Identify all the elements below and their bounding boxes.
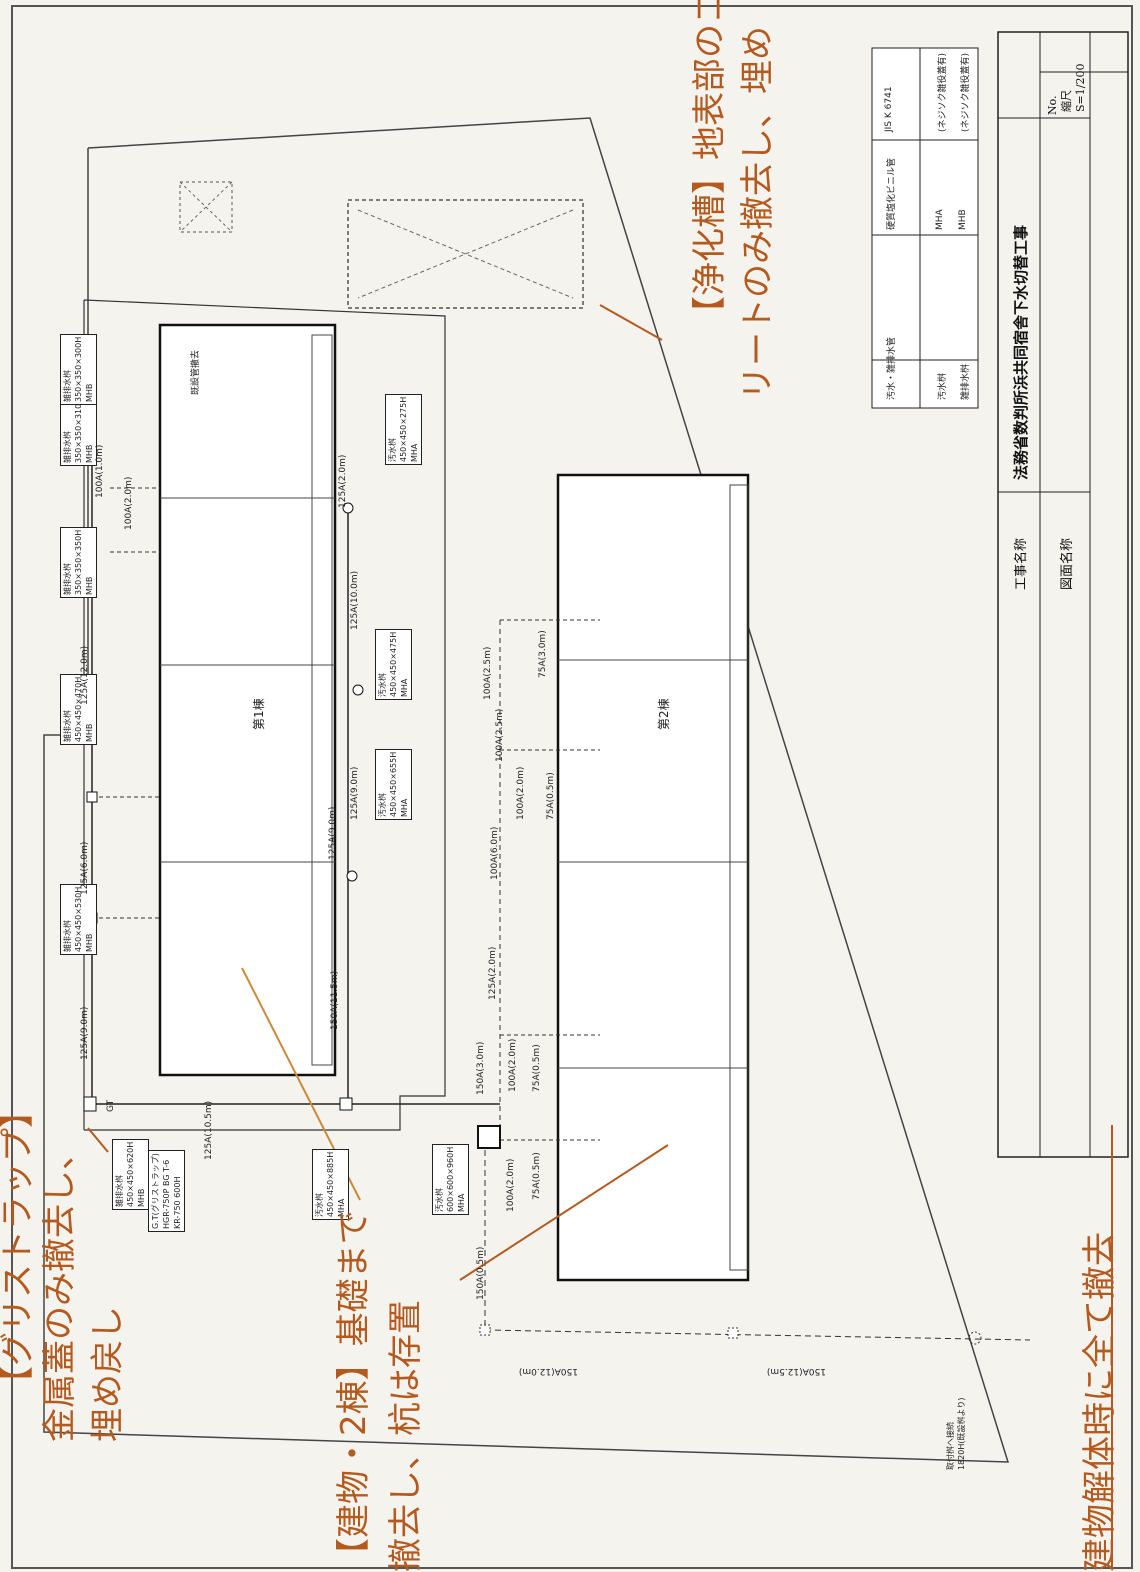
basin-box: 汚水桝 450×450×275H MHA <box>385 393 422 465</box>
legend-row-1: 汚水・雑排水管 <box>887 336 897 400</box>
pipe-label: 100A(2.0m) <box>516 766 526 820</box>
annot-gt-title: 【グリストラップ】 <box>0 1094 38 1400</box>
basin-mark-dashed <box>727 1327 739 1339</box>
septic-x <box>357 209 574 299</box>
pipe-label: 150A(12.5m) <box>766 1366 826 1376</box>
small-removed-box <box>179 181 233 233</box>
annot-gt-line2: 金属蓋のみ撤去し、 <box>40 1136 80 1442</box>
outlet-basin <box>968 1331 982 1345</box>
annot-septic-line1: 【浄化槽】地表部のコン <box>690 0 730 330</box>
final-basin <box>477 1125 501 1149</box>
pipe-label: 100A(1.0m) <box>95 444 105 498</box>
basin-box: 汚水桝 450×450×475H MHA <box>375 628 412 700</box>
legend-row-1-spec: JIS K 6741 <box>884 86 894 132</box>
gt-spec-box: G.T(グリストラップ) HGR-750P BG T-6 KR-750 600H <box>148 1150 185 1232</box>
arrow-septic <box>599 304 663 341</box>
pipe-label: 100A(2.5m) <box>495 708 505 762</box>
drawing-label: 図面名称 <box>1060 537 1075 590</box>
legend-table <box>871 47 979 409</box>
basin-box: 雑排水桝 450×450×470H MHB <box>60 673 97 745</box>
sheet-border <box>11 5 1133 1569</box>
annot-buildings-line2: 撤去し、杭は存置 <box>386 1300 426 1572</box>
sewage-basin-mark <box>342 502 354 514</box>
legend-row-4: 雑排水桝 <box>961 363 971 400</box>
pipe-label: 125A(2.0m) <box>488 946 498 1000</box>
pipe-outlet <box>484 1329 1031 1341</box>
basin-mark-dashed <box>479 1324 491 1336</box>
pipe-label: 75A(0.5m) <box>532 1152 542 1200</box>
building-1-label: 第1棟 <box>252 698 266 730</box>
scale-value: S=1/200 <box>1074 63 1087 112</box>
pipe-label: 100A(2.0m) <box>124 476 134 530</box>
scale-label: 縮尺 <box>1060 90 1073 112</box>
pipe-label: 150A(11.5m) <box>330 970 340 1030</box>
building-zone <box>83 299 446 1131</box>
b1-corridor <box>311 334 333 1066</box>
pipe-label: 125A(10.0m) <box>350 570 360 630</box>
pipe-label: 125A(9.0m) <box>328 806 338 860</box>
basin-box: 汚水桝 450×450×885H MHA <box>312 1148 349 1220</box>
annot-buildings-line1: 【建物・2棟】基礎まで <box>334 1210 374 1572</box>
basin-box: 汚水桝 450×450×655H MHA <box>375 748 412 820</box>
septic-x <box>357 209 574 299</box>
sewage-basin-mark <box>352 684 364 696</box>
building-2 <box>556 473 750 1282</box>
legend-row-3-cover: MHA <box>935 209 945 230</box>
project-name: 法務省数判所浜共同宿舎下水切替工事 <box>1012 224 1030 480</box>
pipe-label: 100A(6.0m) <box>490 826 500 880</box>
small-x <box>179 181 233 233</box>
pipe-label: 100A(2.0m) <box>508 1038 518 1092</box>
pipe-label: 125A(10.5m) <box>204 1100 214 1160</box>
arrow-gt <box>87 1127 109 1153</box>
legend-row-1-name: 硬質塩化ビニル管 <box>887 157 897 230</box>
pipe-label: 125A(9.0m) <box>80 1006 90 1060</box>
annot-septic-line2: リートのみ撤去し、埋め <box>738 26 778 400</box>
sewage-basin-mark <box>339 1097 353 1111</box>
annot-bottom: 建物解体時に全て撤去 <box>1080 1232 1120 1572</box>
building-1 <box>158 323 337 1077</box>
pipe-label: 125A(2.0m) <box>338 454 348 508</box>
outlet-label: 取付桝へ接続 1820H(既設桝より) <box>946 1397 966 1470</box>
legend-row-3: 汚水桝 <box>938 372 948 400</box>
annot-gt-line3: 埋め戻し <box>88 1306 128 1442</box>
basin-box: 雑排水桝 350×350×310H MHB <box>60 394 97 466</box>
septic-tank <box>347 199 584 309</box>
legend-row-4-note: (ネジソク雑役蓋有) <box>961 52 971 132</box>
basin-box: 雑排水桝 450×450×620H MHB <box>112 1138 149 1210</box>
legend-row-4-cover: MHB <box>958 209 968 230</box>
arrow-b2 <box>459 1144 669 1281</box>
pipe-label: 125A(6.0m) <box>80 841 90 895</box>
basin-box: 雑排水桝 350×350×350H MHB <box>60 526 97 598</box>
basin-box: 雑排水桝 350×350×300H MHB <box>60 333 97 405</box>
basin-box: 汚水桝 600×600×960H MHA <box>432 1143 469 1215</box>
pipe-label: 125A(12.0m) <box>80 645 90 705</box>
legend-row-3-note: (ネジソク雑役蓋有) <box>938 52 948 132</box>
basin-box: 雑排水桝 450×450×530H MHB <box>60 883 97 955</box>
b2-corridor <box>729 484 749 1271</box>
pipe-label: 150A(0.5m) <box>476 1246 486 1300</box>
gt-label: GT <box>106 1099 116 1112</box>
pipe-label: 75A(3.0m) <box>538 630 548 678</box>
sewage-basin-mark <box>346 870 358 882</box>
pipe-label: 75A(0.5m) <box>532 1044 542 1092</box>
pipe-label: 125A(9.0m) <box>350 766 360 820</box>
pipe-label: 100A(2.5m) <box>483 646 493 700</box>
building-2-label: 第2棟 <box>657 698 671 730</box>
existing-pipe-label: 既設管撤去 <box>191 349 201 395</box>
basin-mark <box>86 791 98 803</box>
pipe-label: 100A(2.0m) <box>506 1158 516 1212</box>
pipe-label: 150A(12.0m) <box>518 1366 578 1376</box>
pipe-label: 150A(3.0m) <box>476 1041 486 1095</box>
title-block-frame <box>997 31 1129 1158</box>
pipe-label: 75A(0.5m) <box>546 772 556 820</box>
basin-mark <box>83 1096 97 1112</box>
project-label: 工事名称 <box>1014 537 1029 590</box>
